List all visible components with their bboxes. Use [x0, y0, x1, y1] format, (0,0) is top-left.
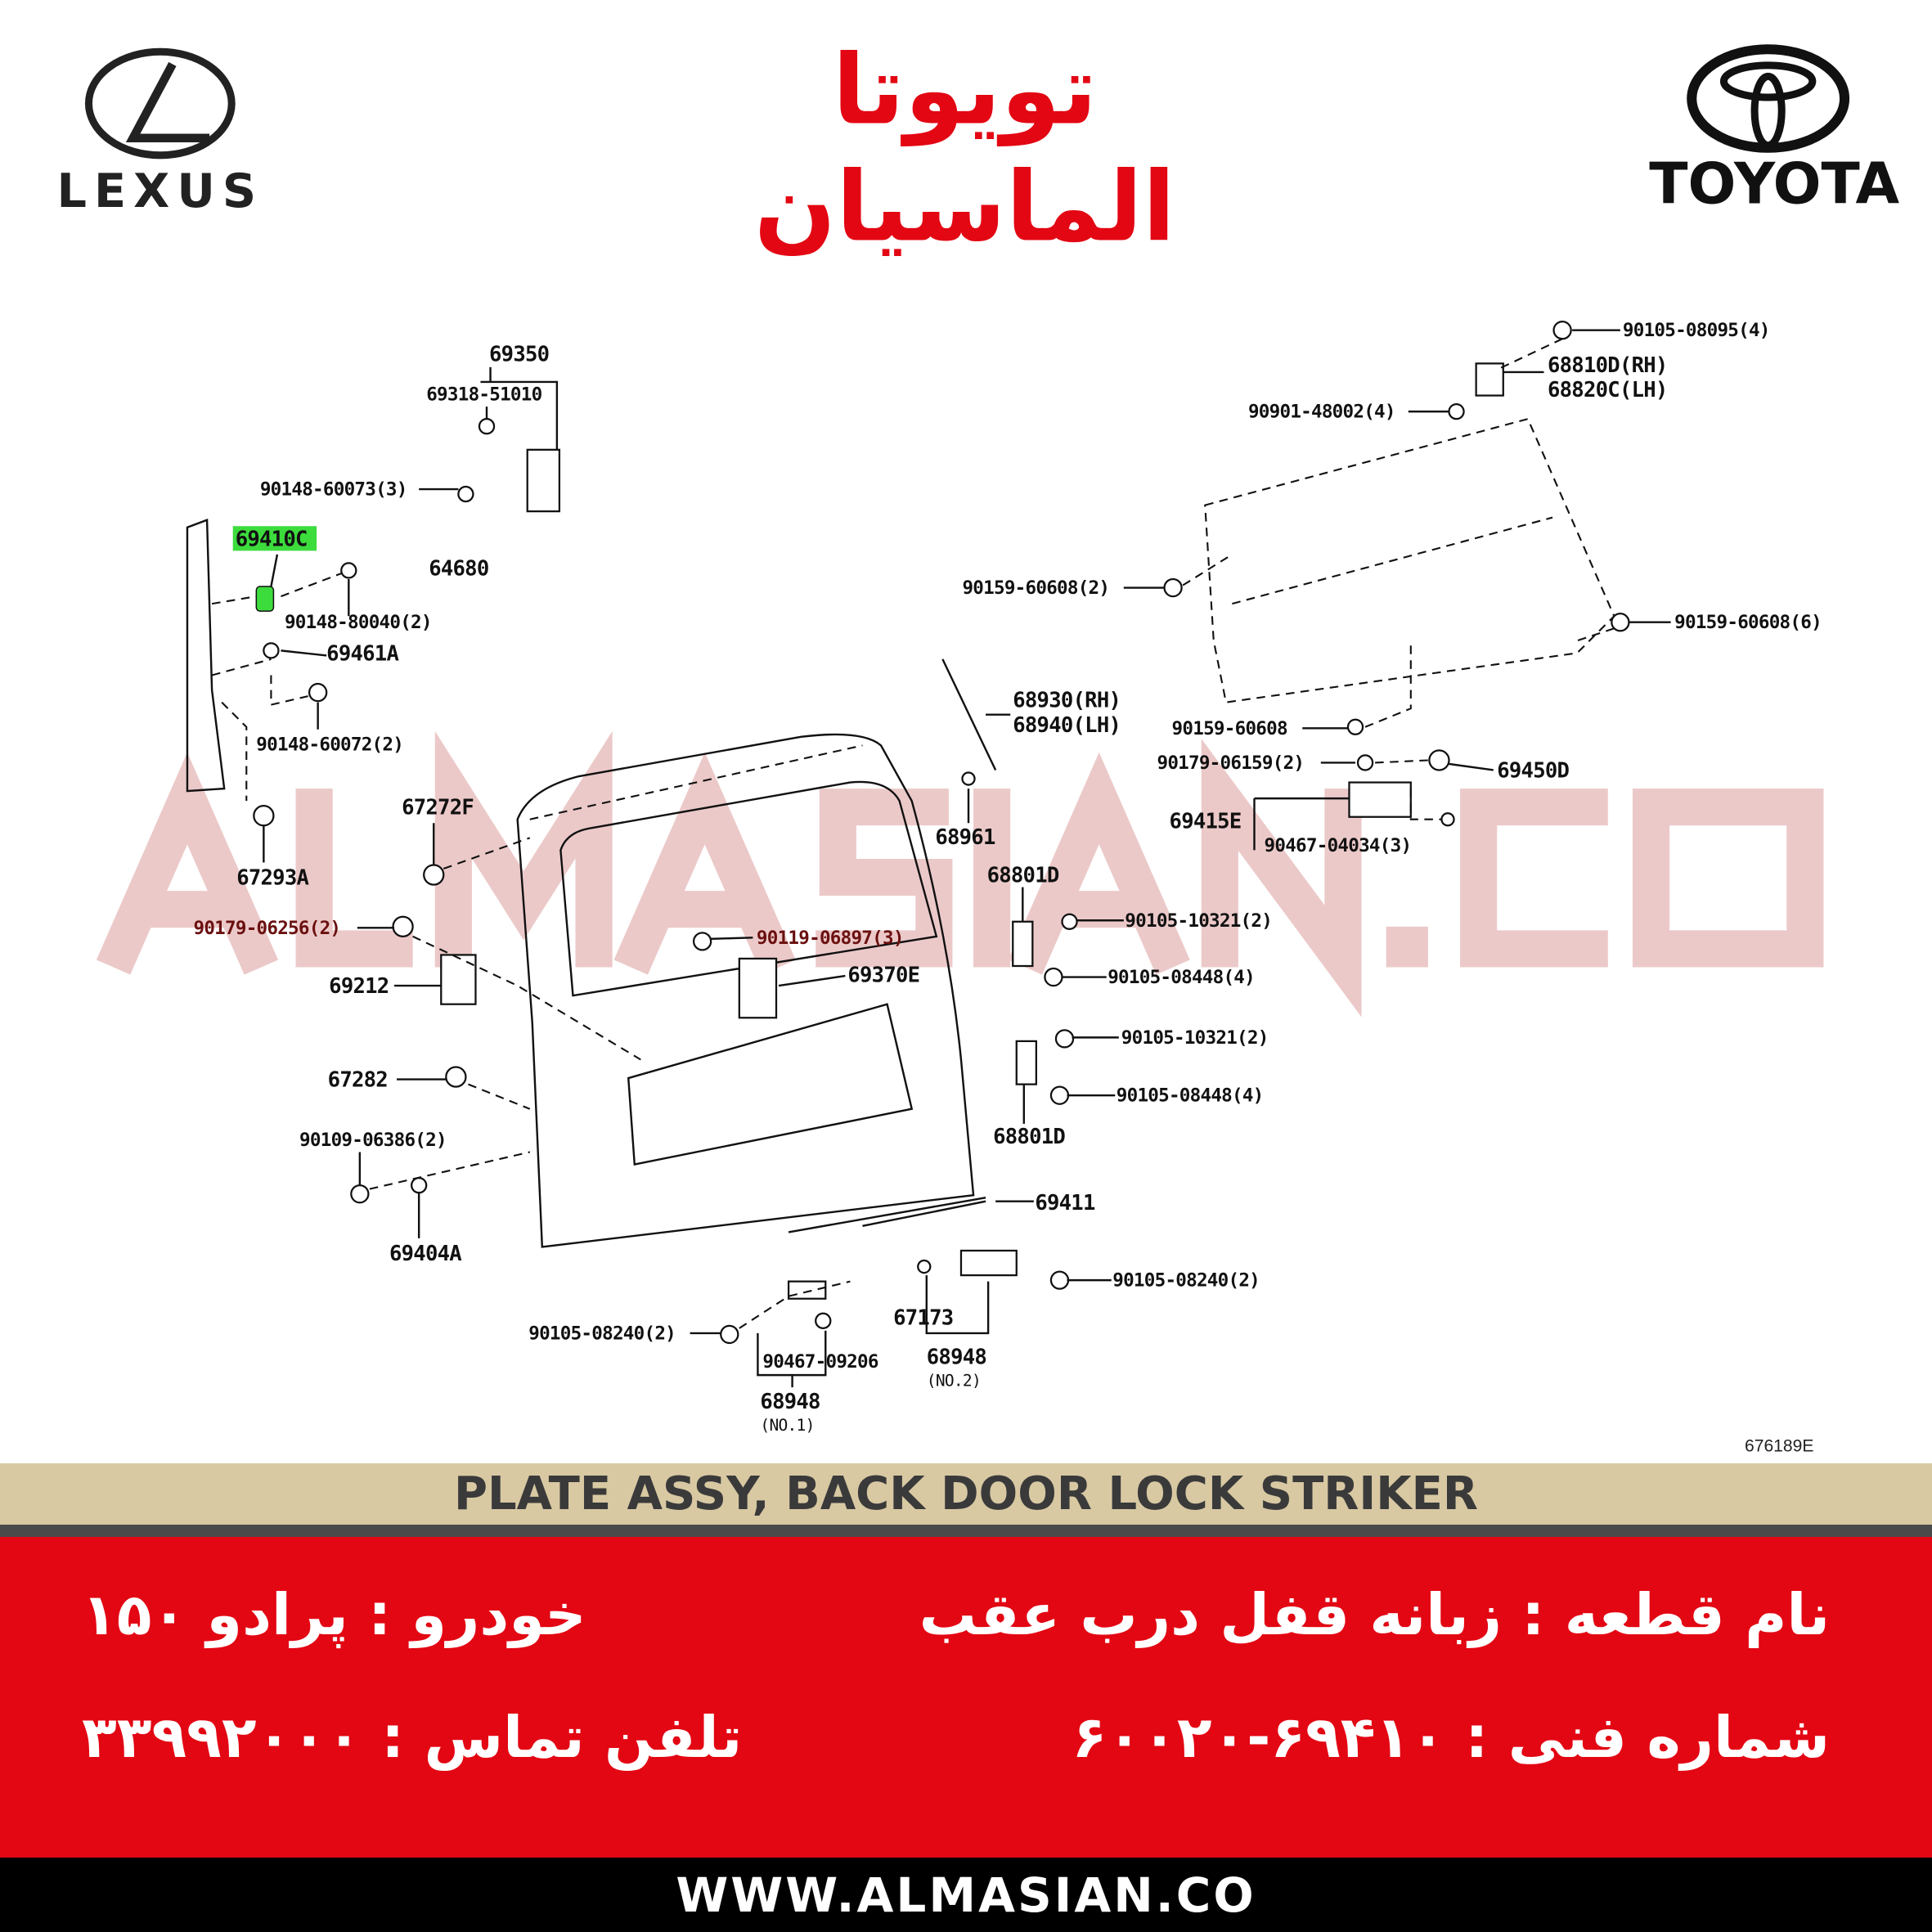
label-90179-06159[interactable]: 90179-06159(2) [1157, 753, 1305, 774]
label-69404A[interactable]: 69404A [389, 1242, 462, 1266]
label-90148-80040[interactable]: 90148-80040(2) [285, 612, 433, 633]
striker-part-highlight[interactable] [255, 586, 275, 612]
part-name: نام قطعه : زبانه قفل درب عقب [919, 1581, 1830, 1648]
info-panel: نام قطعه : زبانه قفل درب عقب خودرو : پرا… [0, 1537, 1932, 1858]
back-door-outline [516, 733, 986, 1248]
label-68801D-upper[interactable]: 68801D [987, 864, 1060, 888]
label-68810D[interactable]: 68810D(RH) [1548, 353, 1668, 378]
pillar-trim [186, 518, 226, 793]
label-69350[interactable]: 69350 [489, 342, 550, 366]
label-69415E[interactable]: 69415E [1170, 809, 1242, 833]
label-90159-60608-6[interactable]: 90159-60608(6) [1674, 612, 1822, 633]
label-90159-60608[interactable]: 90159-60608 [1172, 718, 1288, 739]
label-90105-10321-lower[interactable]: 90105-10321(2) [1121, 1027, 1269, 1049]
website-footer[interactable]: WWW.ALMASIAN.CO [0, 1858, 1932, 1932]
label-90109-06386[interactable]: 90109-06386(2) [299, 1130, 447, 1151]
label-69450D[interactable]: 69450D [1497, 759, 1570, 784]
label-69318-51010[interactable]: 69318-51010 [426, 384, 542, 406]
watermark [96, 730, 1824, 1018]
lexus-logo: LEXUS [57, 47, 264, 218]
label-90901-48002[interactable]: 90901-48002(4) [1248, 402, 1396, 423]
label-67272F[interactable]: 67272F [402, 796, 474, 820]
toyota-logo: TOYOTA [1649, 44, 1899, 218]
label-90148-60072[interactable]: 90148-60072(2) [256, 734, 404, 755]
label-90105-08240-right[interactable]: 90105-08240(2) [1112, 1270, 1260, 1292]
fasteners [253, 321, 1630, 1345]
logo-line-1: تویوتا [833, 34, 1098, 147]
label-69461A[interactable]: 69461A [326, 641, 399, 666]
label-no1: (NO.1) [760, 1416, 814, 1435]
label-69370E[interactable]: 69370E [847, 964, 920, 988]
part-number: شماره فنی : ۶۹۴۱۰-۶۰۰۲۰ [1072, 1704, 1830, 1771]
label-69411[interactable]: 69411 [1035, 1191, 1095, 1215]
label-68940[interactable]: 68940(LH) [1013, 713, 1121, 738]
label-90467-09206[interactable]: 90467-09206 [762, 1351, 878, 1373]
label-90148-60073[interactable]: 90148-60073(3) [260, 479, 408, 501]
phone: تلفن تماس : ۳۳۹۹۲۰۰۰ [82, 1704, 743, 1771]
label-90467-04034[interactable]: 90467-04034(3) [1265, 835, 1413, 856]
rear-glass-outline [1204, 417, 1615, 703]
label-68820C[interactable]: 68820C(LH) [1548, 378, 1668, 402]
label-69410C-highlighted[interactable]: 69410C [236, 527, 308, 551]
label-90159-60608-2[interactable]: 90159-60608(2) [962, 577, 1110, 599]
label-67293A[interactable]: 67293A [236, 866, 309, 891]
leader-lines [211, 329, 1671, 1388]
label-90179-06256[interactable]: 90179-06256(2) [194, 918, 342, 939]
part-title-bar: PLATE ASSY, BACK DOOR LOCK STRIKER [0, 1463, 1932, 1525]
label-68948-no1[interactable]: 68948 [760, 1390, 820, 1414]
label-90105-08240-left[interactable]: 90105-08240(2) [528, 1323, 676, 1344]
label-90105-08448-lower[interactable]: 90105-08448(4) [1117, 1085, 1265, 1107]
label-68961[interactable]: 68961 [935, 825, 995, 850]
label-67173[interactable]: 67173 [893, 1305, 954, 1330]
logo-line-2: الماسیان [754, 151, 1175, 263]
vehicle: خودرو : پرادو ۱۵۰ [82, 1581, 586, 1648]
glass-inner-line [1232, 516, 1553, 605]
label-69212[interactable]: 69212 [329, 974, 389, 999]
part-labels: 69350 69318-51010 90148-60073(3) 69410C … [194, 320, 1822, 1455]
label-68801D-lower[interactable]: 68801D [993, 1125, 1066, 1149]
label-68930[interactable]: 68930(RH) [1013, 689, 1121, 713]
label-no2: (NO.2) [927, 1372, 981, 1391]
label-90105-10321-upper[interactable]: 90105-10321(2) [1125, 910, 1273, 932]
highlight-label-bg [232, 526, 317, 551]
diagram-code: 676189E [1745, 1437, 1813, 1456]
toyota-wordmark: TOYOTA [1649, 152, 1899, 218]
label-68948-no2[interactable]: 68948 [927, 1346, 987, 1370]
label-64680[interactable]: 64680 [429, 556, 489, 581]
almasian-logo: تویوتا الماسیان [754, 34, 1175, 263]
label-67282[interactable]: 67282 [328, 1068, 389, 1093]
label-90105-08095[interactable]: 90105-08095(4) [1623, 320, 1771, 341]
label-90105-08448-upper[interactable]: 90105-08448(4) [1108, 967, 1256, 988]
lexus-wordmark: LEXUS [57, 164, 264, 218]
stay-rod [941, 658, 997, 771]
divider [0, 1525, 1932, 1537]
label-90119-06897[interactable]: 90119-06897(3) [757, 928, 905, 949]
